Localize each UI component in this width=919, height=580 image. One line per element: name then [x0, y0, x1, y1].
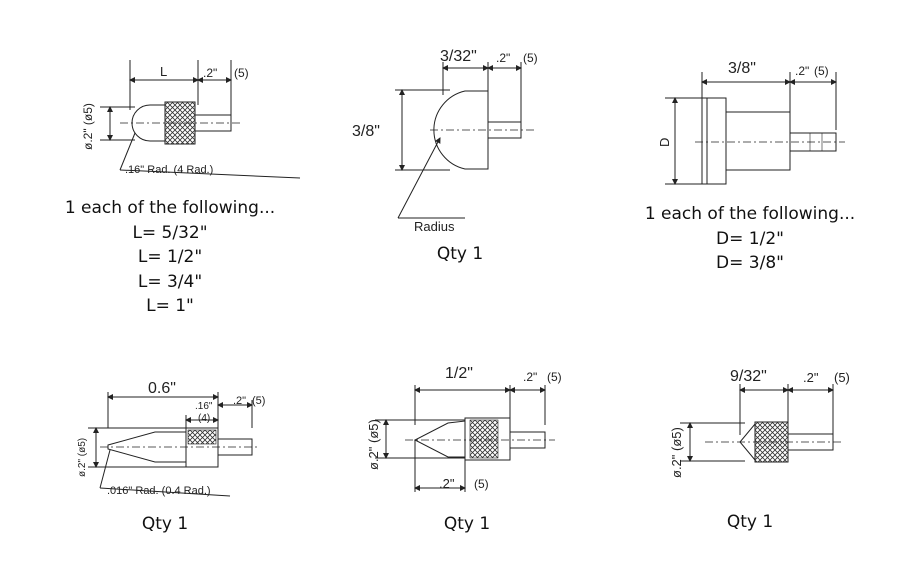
tip-4-caption: Qty 1 [115, 512, 215, 537]
tip-5-length-label: 1/2" [445, 365, 473, 382]
tip-2-caption: Qty 1 [410, 242, 510, 267]
tip-6-diameter-label: ø.2" (ø5) [669, 427, 684, 478]
tip-3-caption-line: D= 3/8" [716, 253, 784, 273]
tip-4-radius-note: .016" Rad. (0.4 Rad.) [107, 485, 211, 497]
tip-3-caption-line: 1 each of the following... [644, 204, 856, 224]
tip-6-caption-line: Qty 1 [726, 512, 774, 532]
tip-5-diameter-label: ø.2" (ø5) [366, 419, 381, 470]
tip-3-drawing [665, 72, 845, 185]
tip-1-caption-line: L= 5/32" [132, 222, 208, 243]
tip-2-radius-note: Radius [414, 219, 455, 234]
tip-1-thread-label: .2" [203, 66, 217, 80]
tip-4-thread-label: .2" [233, 395, 246, 407]
tip-2-width-label: 3/32" [440, 48, 477, 65]
tip-2-drawing [395, 62, 535, 219]
tip-4-diameter-label: ø.2" (ø5) [77, 438, 88, 477]
tip-4-caption-line: Qty 1 [141, 514, 189, 534]
tip-2-height-label: 3/8" [352, 123, 380, 140]
tip-3-width-label: 3/8" [728, 60, 756, 77]
tip-4-knurl-label: .16" [195, 401, 213, 412]
tip-5-thread-metric-label: (5) [547, 370, 562, 384]
tip-1-caption: 1 each of the following... L= 5/32" L= 1… [55, 196, 285, 319]
tip-4-thread-metric-label: (5) [252, 395, 265, 407]
tip-5-cone-metric-label: (5) [474, 477, 489, 491]
tip-3-thread-metric-label: (5) [814, 64, 829, 78]
tip-4-drawing [88, 392, 260, 497]
tip-1-caption-line: 1 each of the following... [64, 198, 276, 218]
tip-5-thread-label: .2" [523, 370, 537, 384]
tip-2-thread-label: .2" [496, 51, 510, 65]
tip-3-caption-line: D= 1/2" [716, 228, 784, 249]
tip-1-length-label: L [160, 64, 167, 79]
tip-2-thread-metric-label: (5) [523, 51, 538, 65]
tip-4-knurl-metric-label: (4) [198, 413, 210, 424]
tip-6-drawing [680, 384, 842, 463]
tip-1-diameter-label: ø.2" (ø5) [81, 103, 95, 150]
tip-6-length-label: 9/32" [730, 368, 767, 385]
tip-1-caption-line: L= 1/2" [137, 247, 203, 267]
tip-1-caption-line: L= 1" [146, 296, 194, 316]
tip-5-drawing [375, 385, 555, 492]
tip-6-thread-label: .2" [803, 370, 819, 385]
tip-5-caption: Qty 1 [417, 512, 517, 537]
tip-3-caption: 1 each of the following... D= 1/2" D= 3/… [630, 202, 870, 276]
tip-1-radius-note: .16" Rad. (4 Rad.) [125, 164, 213, 176]
tip-6-caption: Qty 1 [700, 510, 800, 535]
tip-1-thread-metric-label: (5) [234, 66, 249, 80]
tip-3-thread-label: .2" [795, 64, 809, 78]
tip-5-cone-label: .2" [439, 476, 455, 491]
tip-2-caption-line: Qty 1 [436, 244, 484, 264]
tip-1-caption-line: L= 3/4" [137, 271, 203, 292]
tip-3-diameter-label: D [657, 138, 672, 147]
tip-5-caption-line: Qty 1 [443, 514, 491, 534]
tip-1-drawing [100, 60, 301, 179]
tip-4-length-label: 0.6" [148, 380, 176, 397]
tip-6-thread-metric-label: (5) [834, 370, 850, 385]
